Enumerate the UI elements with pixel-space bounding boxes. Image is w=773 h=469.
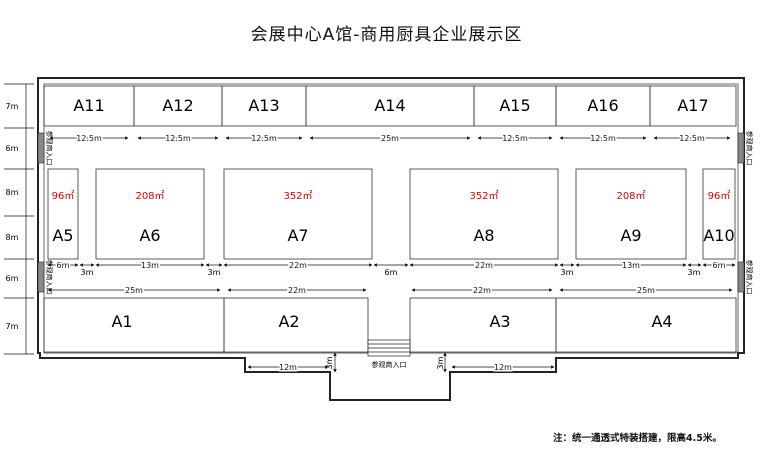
booth-area: 352㎡ — [469, 190, 498, 202]
dimension-label: 12m — [494, 363, 512, 372]
dimension-label: 6m — [713, 261, 726, 270]
dimension-label: 3m — [208, 268, 221, 277]
booth-a6[interactable] — [95, 168, 205, 260]
booth-label: A7 — [287, 226, 308, 245]
dimension-label: 13m — [141, 261, 159, 270]
booth-area: 96㎡ — [708, 190, 731, 202]
dimension-label: 25m — [125, 286, 143, 295]
booth-label: A13 — [248, 96, 279, 115]
dimension-label: 6m — [57, 261, 70, 270]
booth-label: A1 — [111, 312, 132, 331]
booth-a4[interactable] — [555, 297, 737, 354]
booth-label: A9 — [620, 226, 641, 245]
dimension-label: 6m — [385, 268, 398, 277]
booth-label: A15 — [499, 96, 530, 115]
booth-area: 208㎡ — [616, 190, 645, 202]
dimension-label: 12m — [279, 363, 297, 372]
booth-label: A4 — [651, 312, 672, 331]
dimension-label: 3m — [325, 356, 334, 369]
dimension-label: 22m — [288, 286, 306, 295]
dimension-label: 12.5m — [251, 134, 277, 143]
booth-area: 208㎡ — [135, 190, 164, 202]
booth-a5[interactable] — [47, 168, 79, 260]
dimension-label: 22m — [475, 261, 493, 270]
hall-outline — [37, 77, 745, 401]
dimension-label: 12.5m — [165, 134, 191, 143]
side-dimension-label: 7m — [6, 102, 19, 111]
booth-label: A2 — [278, 312, 299, 331]
dimension-label: 3m — [436, 356, 445, 369]
booth-area: 352㎡ — [283, 190, 312, 202]
side-ruler — [4, 83, 34, 355]
entrance-door-left-bottom[interactable] — [37, 261, 45, 293]
entrance-label: 参观商入口 — [745, 131, 754, 166]
side-dimension-label: 6m — [6, 144, 19, 153]
booth-a17[interactable] — [649, 85, 737, 127]
dimension-label: 25m — [381, 134, 399, 143]
page-title: 会展中心A馆-商用厨具企业展示区 — [250, 25, 523, 45]
booth-label: A3 — [489, 312, 510, 331]
dimension-label: 22m — [473, 286, 491, 295]
dimension-label: 13m — [622, 261, 640, 270]
side-dimension-label: 8m — [6, 188, 19, 197]
side-dimension-label: 6m — [6, 274, 19, 283]
booth-label: A17 — [677, 96, 708, 115]
dimension-label: 3m — [688, 268, 701, 277]
booth-a10[interactable] — [702, 168, 736, 260]
dimension-label: 12.5m — [590, 134, 616, 143]
side-dimension-label: 8m — [6, 233, 19, 242]
construction-note: 注：统一通透式特装搭建，限高4.5米。 — [553, 433, 722, 444]
entrance-door-left-top[interactable] — [37, 132, 45, 164]
dimension-label: 12.5m — [679, 134, 705, 143]
dimension-label: 12.5m — [502, 134, 528, 143]
booth-a8[interactable] — [409, 168, 559, 260]
booth-label: A14 — [374, 96, 405, 115]
entrance-label: 参观商入口 — [745, 260, 754, 295]
entrance-label: 参观商入口 — [372, 360, 407, 369]
hall-inner-wall — [43, 83, 739, 353]
entrance-door-right-top[interactable] — [737, 132, 745, 164]
booth-label: A10 — [703, 226, 734, 245]
dimension-lines-bottom — [247, 352, 555, 373]
booth-label: A12 — [162, 96, 193, 115]
dimension-label: 12.5m — [76, 134, 102, 143]
dimension-label: 3m — [81, 268, 94, 277]
booth-a1[interactable] — [43, 297, 225, 354]
entrance-door-right-bottom[interactable] — [737, 261, 745, 293]
dimension-label: 25m — [637, 286, 655, 295]
booth-a9[interactable] — [575, 168, 687, 260]
booth-label: A11 — [73, 96, 104, 115]
dimension-label: 3m — [561, 268, 574, 277]
entrance-label: 参观商入口 — [45, 260, 54, 295]
booth-label: A6 — [139, 226, 160, 245]
entrance-label: 参观商入口 — [45, 131, 54, 166]
booth-a7[interactable] — [223, 168, 373, 260]
entrance-stairs-bottom[interactable] — [367, 339, 411, 357]
side-dimension-label: 7m — [6, 322, 19, 331]
booth-area: 96㎡ — [52, 190, 75, 202]
dimension-label: 22m — [289, 261, 307, 270]
booth-a2[interactable] — [223, 297, 369, 354]
booth-a3[interactable] — [409, 297, 557, 354]
booth-label: A8 — [473, 226, 494, 245]
booth-label: A5 — [52, 226, 73, 245]
booth-label: A16 — [587, 96, 618, 115]
